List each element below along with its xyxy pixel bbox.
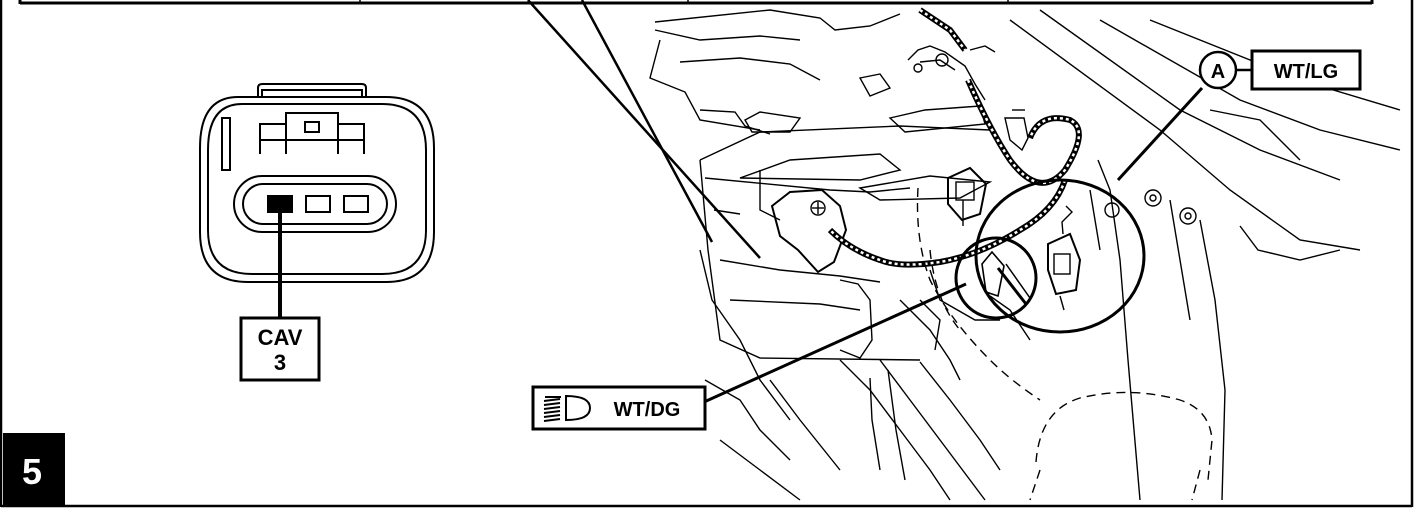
callout-headlamp: WT/DG xyxy=(531,385,707,431)
connector-cavity-3 xyxy=(343,195,369,213)
detail-circle-small xyxy=(954,236,1038,320)
detail-circle-contents xyxy=(981,250,1031,305)
engine-bay-illustration xyxy=(527,0,1401,501)
connector-cavity-1 xyxy=(267,195,293,213)
detail-circles xyxy=(954,178,1146,334)
step-number: 5 xyxy=(22,451,42,492)
headlamp-icon xyxy=(543,394,592,422)
circle-a-label: A xyxy=(1211,61,1225,83)
cavity-label-line2: 3 xyxy=(274,350,286,375)
callout-a: A WT/LG xyxy=(1198,49,1362,91)
hidden-outlines xyxy=(916,187,1213,501)
wire-color-headlamp-label: WT/DG xyxy=(614,399,681,421)
top-table-fragment xyxy=(18,0,1374,5)
leader-lines xyxy=(703,86,1204,404)
cavity-label-line1: CAV xyxy=(258,325,303,350)
connector-cavity-2 xyxy=(305,195,331,213)
cavity-label-box: CAV 3 xyxy=(239,316,321,382)
step-number-badge: 5 xyxy=(3,433,65,506)
detail-circle-large xyxy=(974,178,1146,334)
wire-color-a-label: WT/LG xyxy=(1274,61,1338,83)
connector-face xyxy=(199,83,435,318)
